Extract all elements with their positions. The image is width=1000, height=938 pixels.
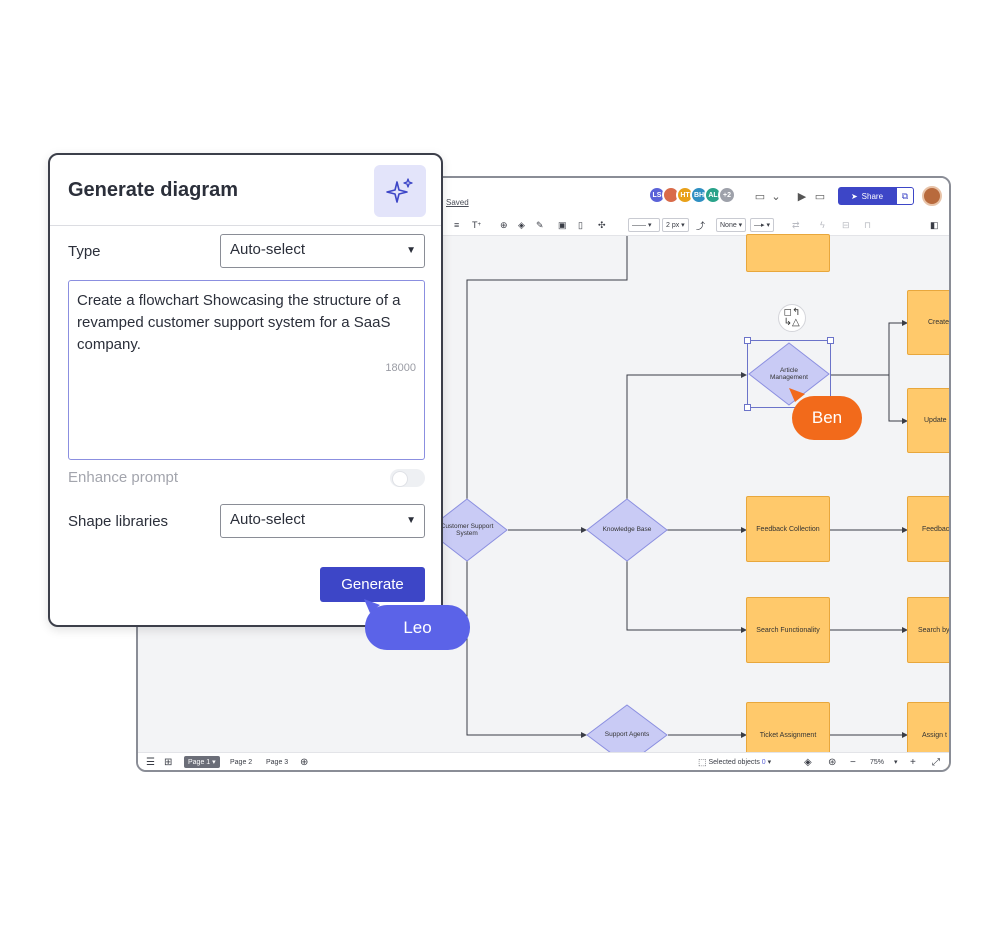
comment-icon[interactable]: ▭ [754,190,766,203]
add-page-icon[interactable]: ⊕ [300,756,309,768]
shape-icon[interactable]: ⊕ [500,219,508,230]
shape-libraries-label: Shape libraries [68,513,169,530]
page-tab-3[interactable]: Page 3 [266,758,289,766]
arrow-end-select[interactable]: —▸ ▾ [750,218,774,232]
arrow-start-select[interactable]: None ▾ [716,218,747,232]
flowchart-decision-knowledge-base[interactable]: Knowledge Base [586,498,668,562]
enhance-prompt-toggle[interactable] [390,469,425,487]
magic-style-icon[interactable]: ✣ [598,219,606,230]
resize-handle[interactable] [744,404,751,411]
saved-status: Saved [446,198,469,207]
caret-down-icon: ▼ [406,515,416,526]
layer-icon[interactable]: ⊟ [842,219,850,230]
shapes-icon: ◻↰↳△ [783,307,801,328]
copy-link-button[interactable]: ⧉ [896,187,914,205]
share-button[interactable]: ➤ Share [838,187,896,205]
connector-style-icon[interactable]: ⤴ [696,220,706,231]
leo-cursor-icon [364,599,380,613]
page-tab-2[interactable]: Page 2 [230,758,253,766]
ben-cursor-icon [789,388,805,402]
fill-color-icon[interactable]: ◈ [518,219,525,230]
node-label: Customer Support System [440,522,494,537]
flowchart-step-feedback-partial[interactable]: Feedbac [907,496,949,562]
zoom-dropdown-icon[interactable]: ▾ [894,759,898,766]
panel-toggle-icon[interactable]: ◧ [930,219,939,230]
bottom-bar: ☰ ⊞ Page 1 ▾ Page 2 Page 3 ⊕ ⬚ Selected … [138,752,949,770]
selection-box [747,340,831,408]
lock-style-icon[interactable]: ▯ [578,219,583,230]
flowchart-step-search-functionality[interactable]: Search Functionality [746,597,830,663]
swap-icon[interactable]: ⇄ [792,219,800,230]
flowchart-step-top-partial[interactable] [746,234,830,272]
generate-diagram-dialog: Generate diagram Type Auto-select ▼ Crea… [48,153,443,627]
caret-down-icon: ▼ [406,245,416,256]
shape-libraries-select[interactable]: Auto-select ▼ [220,504,425,538]
page-tab-1[interactable]: Page 1 ▾ [184,756,220,768]
flowchart-decision-customer-support[interactable]: Customer Support System [426,498,508,562]
align-icon[interactable]: ≡ [454,220,460,230]
cursor-label-ben: Ben [792,396,862,440]
enhance-prompt-label: Enhance prompt [68,469,179,486]
chevron-down-icon[interactable]: ⌄ [771,190,781,203]
zoom-level[interactable]: 75% [870,758,885,766]
selected-objects-button[interactable]: ⬚ Selected objects 0 ▾ [698,756,772,767]
flowchart-decision-article-management[interactable]: Article Management [748,342,830,406]
flowchart-step-feedback-collection[interactable]: Feedback Collection [746,496,830,562]
node-label: Knowledge Base [602,526,652,534]
flowchart-step-search-partial[interactable]: Search by [907,597,949,663]
accessibility-icon[interactable]: ⊛ [828,756,837,768]
cursor-label-leo: Leo [365,605,470,650]
line-width-select[interactable]: 2 px ▾ [662,218,689,232]
line-color-icon[interactable]: ✎ [536,219,544,230]
share-label: Share [861,191,884,201]
layers-icon[interactable]: ◈ [804,756,812,768]
zoom-in-icon[interactable]: + [910,756,916,768]
shape-swap-menu[interactable]: ◻↰↳△ [778,304,806,332]
flowchart-step-create[interactable]: Create [907,290,949,355]
line-style-select[interactable]: —— ▾ [628,218,660,232]
user-avatar[interactable] [922,186,942,206]
grid-view-icon[interactable]: ⊞ [164,756,173,768]
image-icon[interactable]: ▣ [558,219,567,230]
bolt-icon[interactable]: ϟ [820,220,825,230]
lock-icon[interactable]: ⊓ [864,219,872,230]
dialog-title: Generate diagram [68,179,239,201]
type-label: Type [68,243,101,260]
select-icon: ⬚ [698,756,707,767]
flowchart-step-update[interactable]: Update [907,388,949,453]
link-icon: ⧉ [901,190,909,201]
character-counter: 18000 [385,362,416,374]
present-icon[interactable]: ▶ [797,190,807,203]
resize-handle[interactable] [744,337,751,344]
node-label: Support Agents [604,731,650,739]
send-icon: ➤ [850,191,858,201]
text-size-button[interactable]: T+ [472,220,482,230]
fullscreen-icon[interactable]: ⤢ [932,756,940,768]
zoom-out-icon[interactable]: − [850,756,856,768]
video-icon[interactable]: ▭ [814,190,826,203]
dialog-divider [50,225,441,226]
prompt-textarea[interactable]: Create a flowchart Showcasing the struct… [68,280,425,460]
sparkle-icon [386,178,413,203]
collaborator-avatar[interactable]: +2 [718,186,736,204]
list-view-icon[interactable]: ☰ [146,756,155,768]
generate-button[interactable]: Generate [320,567,425,602]
type-select[interactable]: Auto-select ▼ [220,234,425,268]
resize-handle[interactable] [827,337,834,344]
node-label: Article Management [770,366,808,381]
ai-sparkle-button[interactable] [374,165,426,217]
